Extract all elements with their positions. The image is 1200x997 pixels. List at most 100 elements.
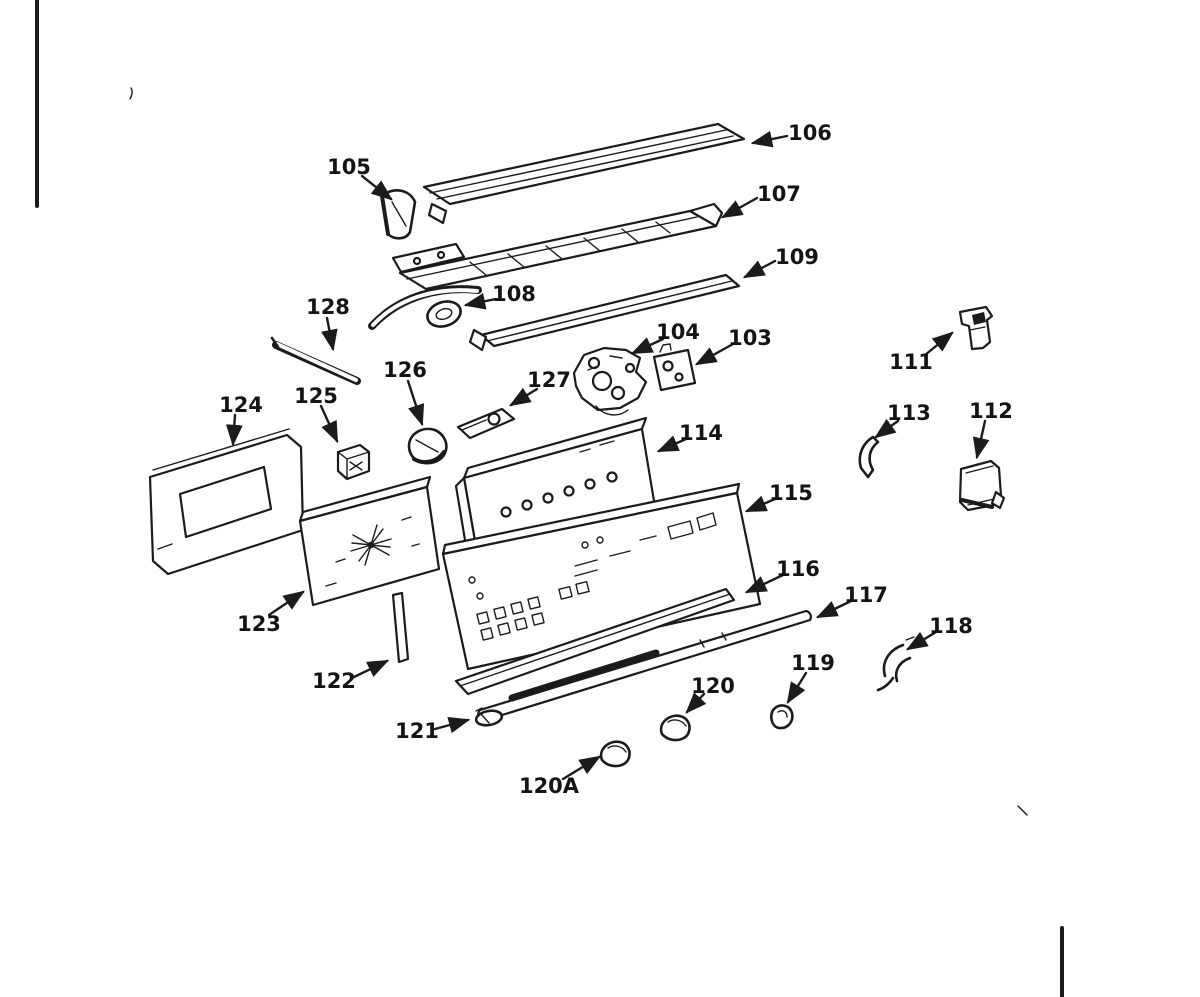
part-122 xyxy=(391,591,410,664)
hatch-lines xyxy=(469,221,671,276)
button xyxy=(480,627,494,641)
button xyxy=(514,617,528,631)
tick-marks xyxy=(699,632,727,648)
callout-label: 128 xyxy=(306,295,350,319)
end-plate xyxy=(391,242,466,274)
ridge-line xyxy=(406,216,698,280)
leader-line xyxy=(923,331,954,357)
part-128 xyxy=(270,336,361,385)
arm-outline xyxy=(456,407,516,440)
callout-120a: 120A xyxy=(519,755,602,798)
part-127 xyxy=(456,407,516,440)
part-109 xyxy=(468,273,741,352)
hole xyxy=(624,362,636,374)
part-107 xyxy=(391,202,724,291)
part-108 xyxy=(368,285,482,330)
callout-125: 125 xyxy=(294,384,339,444)
pilot-dot xyxy=(581,541,589,549)
leader-line xyxy=(630,337,665,355)
callout-103: 103 xyxy=(694,326,772,366)
detail-line xyxy=(415,439,439,453)
hole xyxy=(584,478,596,490)
leader-line xyxy=(225,413,243,447)
button xyxy=(510,601,524,615)
callout-label: 116 xyxy=(776,557,820,581)
button xyxy=(575,580,590,595)
strip-inner xyxy=(275,342,358,382)
detail-line xyxy=(607,745,627,753)
part-outline xyxy=(858,435,880,479)
callout-108: 108 xyxy=(463,282,536,310)
callout-label: 112 xyxy=(969,399,1013,423)
end-tab xyxy=(427,202,448,225)
clip-stroke xyxy=(882,643,905,678)
callout-104: 104 xyxy=(630,320,700,355)
part-119 xyxy=(769,704,794,730)
callout-121: 121 xyxy=(395,716,471,743)
end-tip xyxy=(688,202,724,228)
callout-128: 128 xyxy=(306,295,350,352)
callout-label: 120 xyxy=(691,674,735,698)
leader-line xyxy=(744,573,785,594)
clip-stroke xyxy=(876,676,895,692)
clip-end xyxy=(905,636,915,641)
end-hook xyxy=(270,336,280,349)
part-115 xyxy=(441,482,762,671)
callout-label: 118 xyxy=(929,614,973,638)
part-120 xyxy=(659,714,691,742)
detail-lines xyxy=(587,355,623,371)
starburst-motif xyxy=(350,524,392,566)
part-outline xyxy=(391,591,410,664)
leader-line xyxy=(360,174,393,201)
callout-109: 109 xyxy=(742,245,819,279)
callout-label: 113 xyxy=(887,401,931,425)
callout-112: 112 xyxy=(969,399,1013,460)
part-113 xyxy=(858,435,880,479)
part-124 xyxy=(148,428,305,576)
callout-126: 126 xyxy=(383,358,427,427)
leader-line xyxy=(321,316,338,352)
hole xyxy=(487,412,501,426)
hole xyxy=(662,360,674,372)
leader-line xyxy=(656,435,688,453)
legend-marks xyxy=(574,535,657,577)
callout-label: 108 xyxy=(492,282,536,306)
callout-label: 111 xyxy=(889,350,933,374)
ring-outer xyxy=(426,300,462,328)
part-120a xyxy=(599,740,631,768)
hole xyxy=(412,256,422,266)
callout-label: 114 xyxy=(679,421,723,445)
detail-lines xyxy=(579,440,615,453)
button xyxy=(558,585,573,600)
callout-107: 107 xyxy=(720,182,801,219)
keypad-buttons xyxy=(476,580,590,641)
button xyxy=(527,596,541,610)
part-outline xyxy=(474,709,504,727)
foot-tab xyxy=(990,490,1006,510)
leader-line xyxy=(319,404,339,444)
hole xyxy=(500,506,512,518)
callout-label: 107 xyxy=(757,182,801,206)
screw-hole xyxy=(476,592,484,600)
star-center xyxy=(367,541,375,549)
leader-line xyxy=(267,590,305,617)
callout-111: 111 xyxy=(889,331,954,374)
lower-flange xyxy=(595,405,629,416)
ring-inner xyxy=(435,307,453,321)
part-outline xyxy=(958,305,994,351)
edge-lines xyxy=(337,451,370,480)
callout-120: 120 xyxy=(685,674,735,714)
hole xyxy=(591,370,613,392)
callout-116: 116 xyxy=(744,557,820,594)
callout-114: 114 xyxy=(656,421,723,453)
body-outline xyxy=(652,348,697,392)
ridge-lines xyxy=(429,129,734,200)
ridge-line xyxy=(486,280,733,342)
detail-line xyxy=(777,710,788,718)
shaded-edge xyxy=(960,498,994,509)
part-118 xyxy=(876,636,915,692)
leader-line xyxy=(815,599,853,619)
part-outline xyxy=(148,433,305,576)
part-outline xyxy=(454,587,736,696)
